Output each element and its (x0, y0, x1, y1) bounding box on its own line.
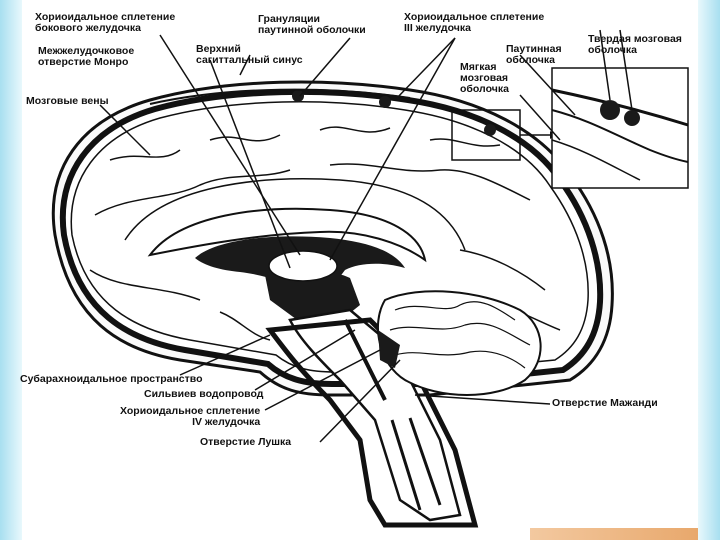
inset-pia (551, 139, 641, 181)
label-granulations: Грануляции паутинной оболочки (258, 13, 366, 36)
thalamus (268, 250, 338, 282)
label-subarachnoid: Субарахноидальное пространство (20, 373, 203, 385)
label-sup-sagittal: Верхний сагиттальный синус (196, 43, 303, 66)
sinus (149, 88, 411, 105)
label-arachnoid: Паутинная оболочка (506, 43, 562, 66)
sulcus-3 (89, 249, 561, 341)
leader-lines (99, 29, 633, 443)
label-choroid-third: Хориоидальное сплетение III желудочка (404, 11, 545, 34)
slide-frame-left (0, 0, 22, 540)
label-luschka: Отверстие Лушка (200, 436, 292, 448)
label-choroid-lateral: Хориоидальное сплетение бокового желудоч… (35, 11, 176, 34)
cingulate-gyrus (124, 178, 466, 251)
granulation-1 (292, 90, 304, 102)
label-pia-mater: Мягкая мозговая оболочка (460, 61, 509, 95)
aqueduct (343, 319, 387, 401)
fourth-ventricle (378, 330, 400, 368)
label-magendie: Отверстие Мажанди (552, 397, 658, 409)
inset-granulation-1 (600, 100, 620, 120)
inset-arachnoid (551, 109, 689, 163)
sulcus-1 (109, 126, 501, 161)
label-dura-mater: Твердая мозговая оболочка (588, 33, 682, 56)
cerebellum (376, 290, 542, 396)
label-sylvian: Сильвиев водопровод (144, 388, 264, 400)
corpus-callosum (147, 207, 427, 263)
inset-detail (551, 67, 689, 189)
granulation-2 (379, 96, 391, 108)
spinal-canal (390, 417, 442, 511)
granulation-3 (484, 124, 496, 136)
label-cerebral-veins: Мозговые вены (26, 95, 109, 107)
inset-dura (551, 88, 689, 127)
sulcus-2 (94, 163, 531, 216)
cerebellum-folia (389, 301, 531, 369)
slide-frame-right (698, 0, 720, 540)
brainstem (288, 308, 462, 522)
slide-frame-accent (530, 528, 698, 540)
label-monro: Межжелудочковое отверстие Монро (38, 45, 135, 68)
cistern-dark (265, 317, 479, 528)
label-choroid-fourth: Хориоидальное сплетение IV желудочка (120, 405, 261, 428)
inset-granulation-2 (624, 110, 640, 126)
